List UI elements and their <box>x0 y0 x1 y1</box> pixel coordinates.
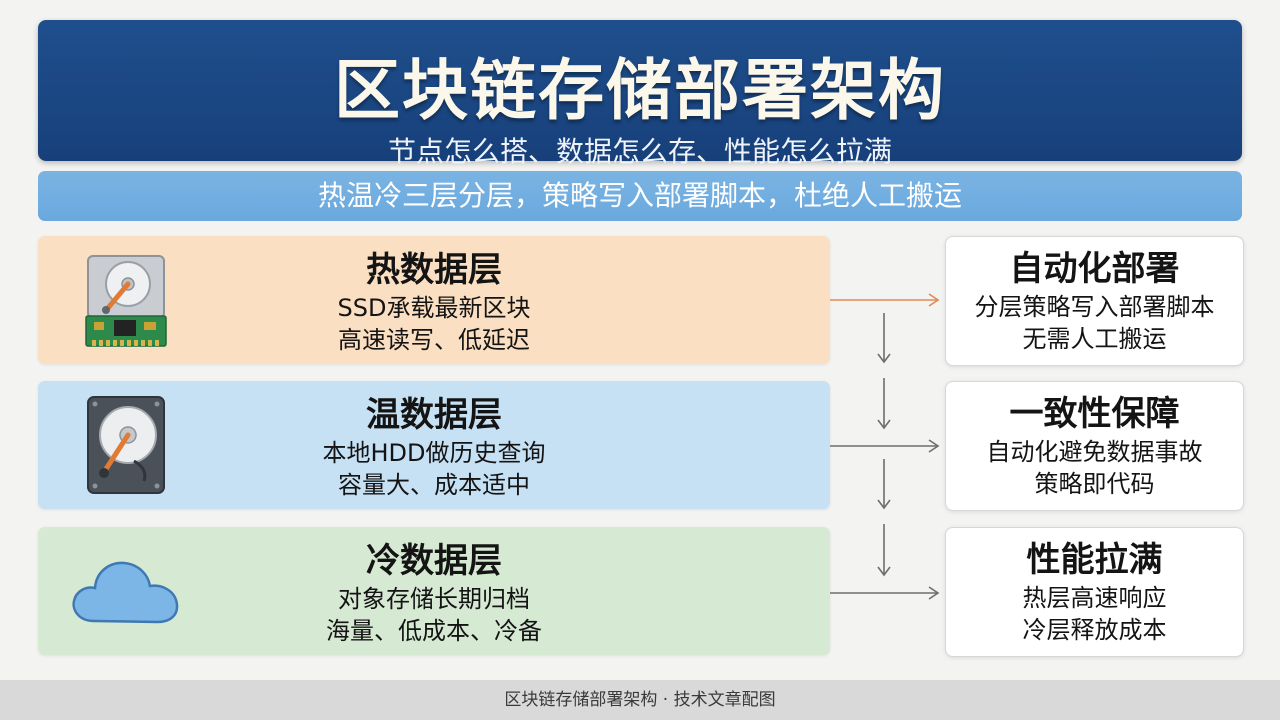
page-subtitle: 节点怎么搭、数据怎么存、性能怎么拉满 <box>387 135 892 168</box>
consistency-card-desc-2: 策略即代码 <box>1034 470 1155 498</box>
hot-data-layer: 热数据层 SSD承载最新区块 高速读写、低延迟 <box>38 236 830 364</box>
performance-card: 性能拉满 热层高速响应 冷层释放成本 <box>945 527 1244 657</box>
cold-layer-desc-1: 对象存储长期归档 <box>338 585 530 613</box>
strategy-banner: 热温冷三层分层，策略写入部署脚本，杜绝人工搬运 <box>38 171 1242 221</box>
cold-data-layer: 冷数据层 对象存储长期归档 海量、低成本、冷备 <box>38 527 830 655</box>
warm-layer-desc-2: 容量大、成本适中 <box>338 471 530 499</box>
cold-layer-desc-2: 海量、低成本、冷备 <box>326 617 542 645</box>
consistency-card-title: 一致性保障 <box>1009 394 1180 434</box>
performance-card-desc-2: 冷层释放成本 <box>1022 616 1167 644</box>
performance-card-desc-1: 热层高速响应 <box>1022 584 1167 612</box>
automation-card: 自动化部署 分层策略写入部署脚本 无需人工搬运 <box>945 236 1244 366</box>
hot-to-automation-arrow <box>830 293 940 307</box>
hot-layer-desc-1: SSD承载最新区块 <box>337 294 531 322</box>
warm-data-layer: 温数据层 本地HDD做历史查询 容量大、成本适中 <box>38 381 830 509</box>
cold-to-performance-arrow <box>830 586 940 600</box>
hard-disk-icon <box>84 395 168 499</box>
hot-layer-desc-2: 高速读写、低延迟 <box>338 326 530 354</box>
warm-to-consistency-arrow <box>830 439 940 453</box>
ssd-drive-icon <box>84 250 168 354</box>
footer-caption: 区块链存储部署架构 · 技术文章配图 <box>0 680 1280 720</box>
hot-layer-title: 热数据层 <box>366 250 502 290</box>
warm-layer-title: 温数据层 <box>366 395 502 435</box>
down-arrows <box>877 313 891 577</box>
automation-card-title: 自动化部署 <box>1009 249 1180 289</box>
warm-layer-desc-1: 本地HDD做历史查询 <box>322 439 546 467</box>
consistency-card-desc-1: 自动化避免数据事故 <box>986 438 1203 466</box>
automation-card-desc-2: 无需人工搬运 <box>1022 325 1167 353</box>
consistency-card: 一致性保障 自动化避免数据事故 策略即代码 <box>945 381 1244 511</box>
cloud-icon <box>70 553 182 633</box>
automation-card-desc-1: 分层策略写入部署脚本 <box>974 293 1215 321</box>
page-title: 区块链存储部署架构 <box>334 52 946 129</box>
title-header: 区块链存储部署架构 节点怎么搭、数据怎么存、性能怎么拉满 <box>38 20 1242 168</box>
performance-card-title: 性能拉满 <box>1026 540 1163 580</box>
cold-layer-title: 冷数据层 <box>366 541 502 581</box>
